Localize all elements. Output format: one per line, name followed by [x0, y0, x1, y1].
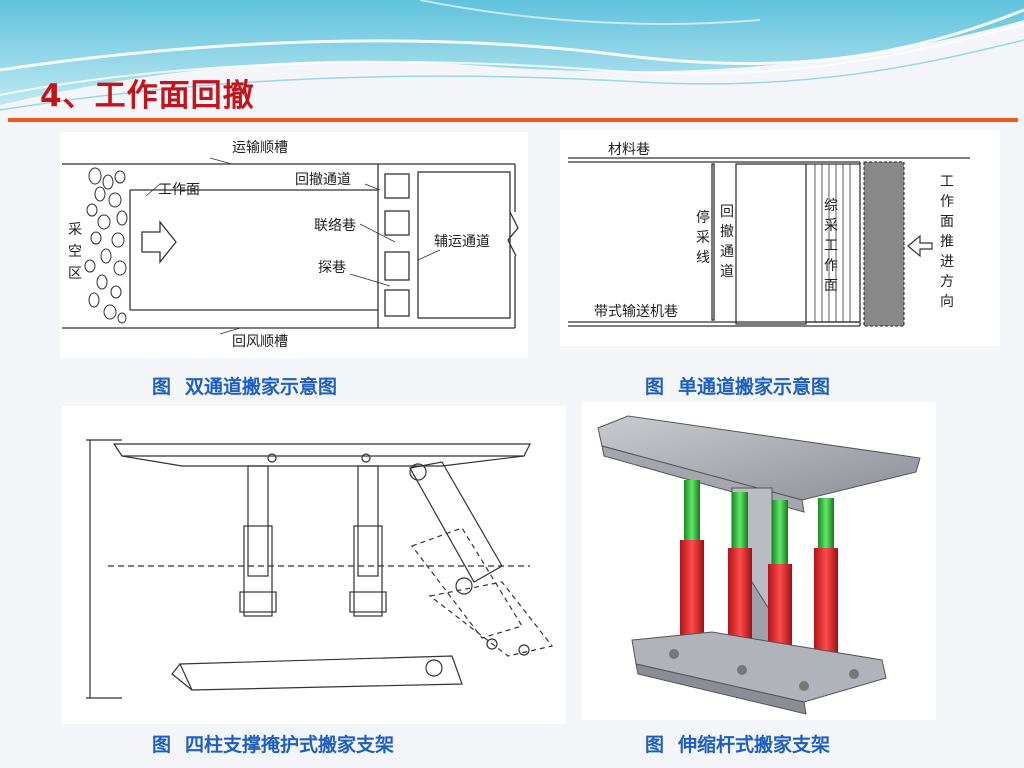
label-belt: 带式输送机巷 — [594, 304, 678, 320]
goaf-rubble — [84, 167, 128, 324]
label-push-6: 方 — [940, 274, 954, 290]
face-hatching — [814, 164, 851, 322]
caption-text: 伸缩杆式搬家支架 — [678, 734, 831, 756]
label-probe: 探巷 — [318, 260, 346, 276]
caption-prefix: 图 — [152, 734, 172, 756]
double-channel-diagram: 运输顺槽 回撤通道 工作面 采 空 区 联络巷 辅运通道 探巷 回风顺槽 — [60, 132, 528, 358]
label-push-5: 进 — [940, 254, 954, 270]
label-push-4: 推 — [940, 234, 954, 250]
single-channel-diagram: 材料巷 停 采 线 回 撤 通 道 综 采 工 作 面 工 作 面 推 进 方 … — [560, 130, 1000, 346]
caption-text: 四柱支撑掩护式搬家支架 — [185, 734, 395, 756]
title-underline — [8, 118, 1018, 122]
label-return-1: 回 — [720, 204, 734, 220]
face-rubble — [863, 161, 905, 327]
label-push-1: 工 — [940, 174, 954, 190]
slide-title: 4、工作面回撤 — [40, 78, 255, 114]
label-stop-3: 线 — [696, 250, 710, 266]
label-goaf-2: 空 — [68, 244, 82, 260]
label-face-5: 面 — [824, 278, 838, 294]
label-return-4: 道 — [720, 264, 734, 280]
double-channel-drawing: 运输顺槽 回撤通道 工作面 采 空 区 联络巷 辅运通道 探巷 回风顺槽 — [62, 140, 519, 350]
label-face-1: 综 — [824, 198, 838, 214]
label-stop-1: 停 — [696, 209, 710, 226]
label-material: 材料巷 — [608, 142, 650, 158]
caption-double-channel: 图双通道搬家示意图 — [152, 372, 337, 399]
caption-four-leg-support: 图四柱支撑掩护式搬家支架 — [152, 730, 394, 757]
label-return-air: 回风顺槽 — [232, 334, 288, 350]
label-return-channel: 回撤通道 — [295, 172, 351, 188]
label-stop-2: 采 — [696, 230, 710, 246]
label-return-2: 撤 — [720, 224, 734, 240]
header-banner — [0, 0, 1024, 118]
label-liaison: 联络巷 — [314, 218, 356, 234]
caption-prefix: 图 — [152, 376, 172, 398]
single-channel-drawing: 材料巷 停 采 线 回 撤 通 道 综 采 工 作 面 工 作 面 推 进 方 … — [568, 142, 970, 327]
caption-telescopic-support: 图伸缩杆式搬家支架 — [645, 730, 830, 757]
label-goaf-3: 区 — [68, 266, 82, 282]
caption-prefix: 图 — [645, 734, 665, 756]
caption-text: 双通道搬家示意图 — [185, 376, 338, 398]
label-working-face: 工作面 — [158, 182, 200, 198]
label-goaf-1: 采 — [68, 222, 82, 238]
label-aux-channel: 辅运通道 — [434, 234, 490, 250]
four-leg-support-drawing — [62, 406, 566, 724]
caption-text: 单通道搬家示意图 — [678, 376, 831, 398]
label-transport: 运输顺槽 — [232, 140, 288, 156]
caption-single-channel: 图单通道搬家示意图 — [645, 372, 830, 399]
label-push-2: 作 — [940, 194, 954, 210]
telescopic-support-svg — [597, 415, 921, 715]
label-return-3: 通 — [720, 244, 734, 260]
label-face-3: 工 — [824, 238, 838, 254]
four-leg-support-svg — [86, 439, 554, 699]
label-push-7: 向 — [940, 294, 954, 310]
caption-prefix: 图 — [645, 376, 665, 398]
label-face-2: 采 — [824, 218, 838, 234]
label-push-3: 面 — [940, 214, 954, 230]
label-face-4: 作 — [824, 258, 838, 274]
telescopic-support-render — [582, 402, 936, 720]
